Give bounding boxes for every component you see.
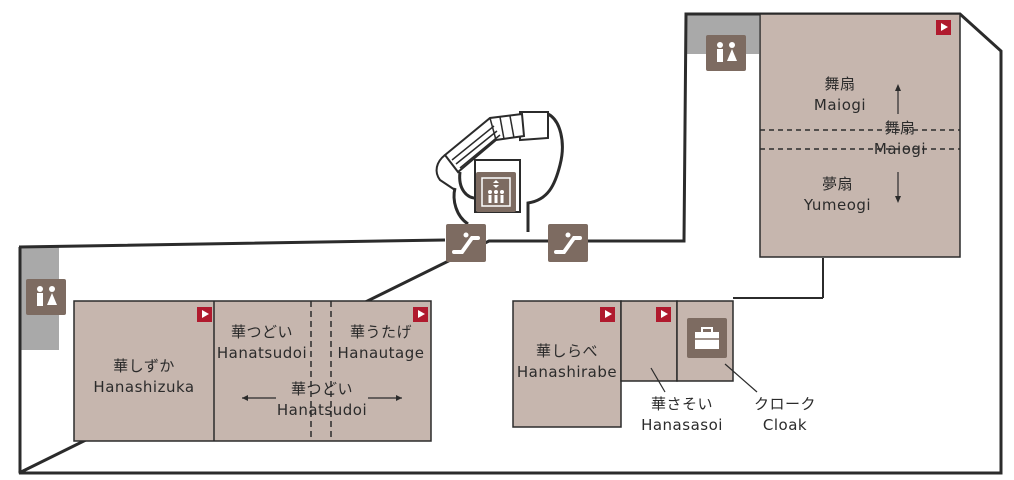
leader-cloak	[724, 363, 758, 393]
outer-wall	[18, 12, 1003, 475]
room-hana-block[interactable]	[73, 300, 432, 442]
restroom-icon[interactable]	[26, 279, 66, 315]
elevator-icon[interactable]	[476, 172, 516, 212]
room-maiogi-yumeogi[interactable]	[759, 13, 961, 258]
play-icon[interactable]	[936, 20, 951, 35]
room-hanashirabe[interactable]	[512, 300, 622, 428]
play-icon[interactable]	[413, 307, 428, 322]
restroom-icon[interactable]	[706, 35, 746, 71]
leader-hanasasoi	[650, 367, 666, 393]
play-icon[interactable]	[197, 307, 212, 322]
escalator-icon[interactable]	[548, 224, 588, 262]
play-icon[interactable]	[600, 307, 615, 322]
play-icon[interactable]	[656, 307, 671, 322]
escalator-icon[interactable]	[446, 224, 486, 262]
escalator-ramp	[435, 111, 549, 191]
core-wall	[526, 112, 564, 232]
elevator-shaft	[474, 159, 521, 213]
briefcase-icon[interactable]	[687, 318, 727, 358]
